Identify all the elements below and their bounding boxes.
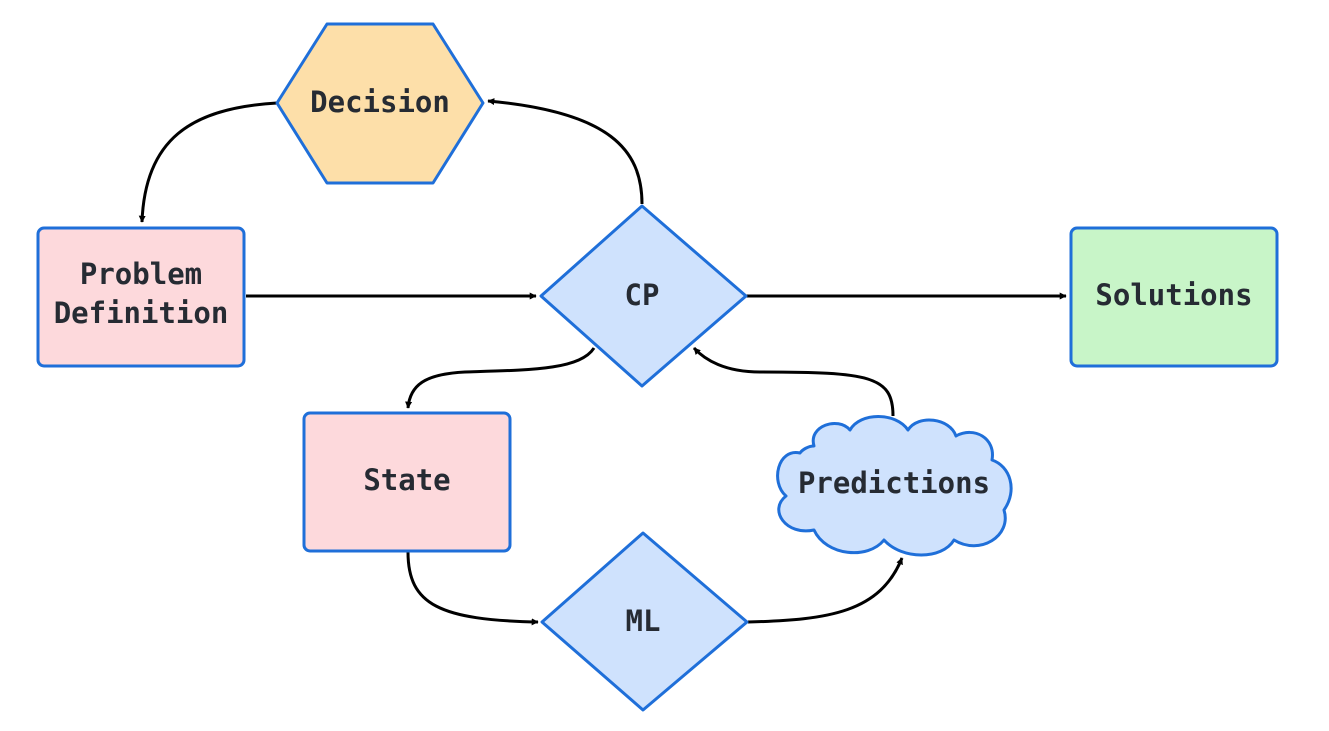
predictions-label: Predictions xyxy=(798,466,990,500)
problem-definition-shape xyxy=(36,226,246,368)
decision-node[interactable]: Decision xyxy=(275,22,485,185)
problem-definition-node[interactable]: Problem Definition xyxy=(36,226,246,368)
state-shape xyxy=(302,411,512,553)
solutions-shape xyxy=(1069,226,1279,368)
cp-node[interactable]: CP xyxy=(539,204,748,388)
ml-node[interactable]: ML xyxy=(540,531,749,712)
cp-shape xyxy=(539,204,748,388)
edge-cp-to-decision xyxy=(487,98,644,205)
edge-decision-to-problem-definition xyxy=(138,101,278,223)
state-label: State xyxy=(363,463,450,497)
edge-state-to-ml xyxy=(406,551,539,626)
problem-definition-label-line2: Definition xyxy=(54,296,229,330)
ml-shape xyxy=(540,531,749,712)
predictions-node[interactable]: Predictions xyxy=(776,415,1013,557)
edges xyxy=(138,98,1067,626)
decision-shape xyxy=(275,22,485,185)
decision-label: Decision xyxy=(310,85,450,119)
solutions-node[interactable]: Solutions xyxy=(1069,226,1279,368)
cp-label: CP xyxy=(625,278,660,312)
solutions-label: Solutions xyxy=(1095,278,1252,312)
edge-cp-to-state xyxy=(405,347,596,409)
state-node[interactable]: State xyxy=(302,411,512,553)
problem-definition-label-line1: Problem xyxy=(80,257,202,291)
edge-predictions-to-cp xyxy=(692,346,895,417)
predictions-shape xyxy=(776,415,1013,557)
edge-ml-to-predictions xyxy=(747,557,904,624)
ml-label: ML xyxy=(626,604,661,638)
